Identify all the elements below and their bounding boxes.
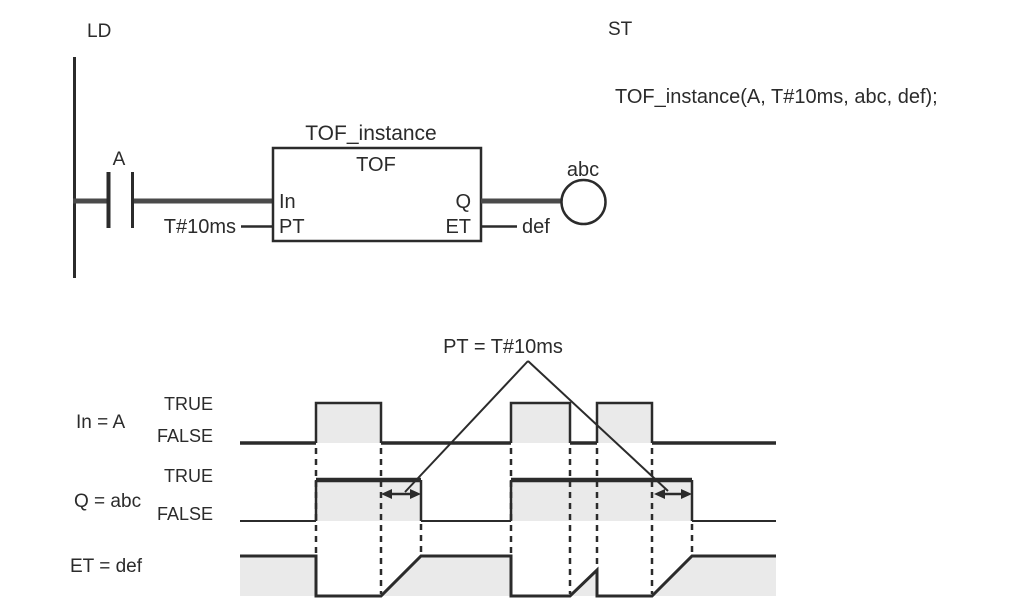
pt-annotation-label: PT = T#10ms bbox=[443, 336, 563, 358]
coil-label: abc bbox=[567, 159, 599, 181]
in-pulse2-fill bbox=[511, 403, 570, 443]
timing-diagram: PT = T#10ms TRUE FALSE In = A TRUE FALSE… bbox=[70, 336, 776, 598]
q-row-label: Q = abc bbox=[74, 491, 141, 512]
tof-function-block bbox=[271, 146, 483, 243]
st-section-title: ST bbox=[608, 19, 633, 40]
annotation-pointer-left bbox=[404, 360, 529, 493]
in-pulse3-fill bbox=[597, 403, 652, 443]
block-pin-q: Q bbox=[455, 191, 471, 213]
block-pin-in: In bbox=[279, 191, 296, 213]
q-pulse1-fill bbox=[316, 480, 421, 521]
arrow-head-right bbox=[681, 489, 692, 499]
block-pin-pt: PT bbox=[279, 216, 305, 238]
q-true-label: TRUE bbox=[164, 466, 213, 486]
block-type-label: TOF bbox=[356, 154, 396, 176]
pt-duration-arrow-1 bbox=[381, 489, 421, 499]
ld-diagram: LD A T#10ms TOF_instance TOF In PT Q ET … bbox=[73, 21, 607, 278]
contact-label: A bbox=[113, 149, 126, 170]
et-waveform-curve bbox=[240, 554, 776, 598]
block-pin-et: ET bbox=[445, 216, 471, 238]
annotation-pointer-right bbox=[527, 360, 669, 492]
et-output-label: def bbox=[522, 216, 550, 238]
arrow-head-left bbox=[654, 489, 665, 499]
ld-section-title: LD bbox=[87, 21, 111, 42]
arrow-head-right bbox=[410, 489, 421, 499]
q-false-label: FALSE bbox=[157, 504, 213, 524]
st-statement: TOF_instance(A, T#10ms, abc, def); bbox=[615, 86, 938, 108]
in-row-label: In = A bbox=[76, 412, 125, 433]
q-waveform-edges bbox=[314, 480, 694, 521]
q-pulse2-fill bbox=[511, 480, 692, 521]
arrow-head-left bbox=[381, 489, 392, 499]
block-instance-name: TOF_instance bbox=[305, 122, 437, 145]
st-code: ST TOF_instance(A, T#10ms, abc, def); bbox=[608, 19, 938, 108]
in-waveform-pulses bbox=[314, 401, 654, 443]
pt-duration-arrow-2 bbox=[654, 489, 692, 499]
in-true-label: TRUE bbox=[164, 394, 213, 414]
in-false-label: FALSE bbox=[157, 426, 213, 446]
et-waveform-fill bbox=[240, 556, 776, 596]
in-pulse1-fill bbox=[316, 403, 381, 443]
output-coil bbox=[560, 178, 607, 226]
pt-input-value: T#10ms bbox=[164, 216, 236, 238]
et-row-label: ET = def bbox=[70, 556, 143, 577]
